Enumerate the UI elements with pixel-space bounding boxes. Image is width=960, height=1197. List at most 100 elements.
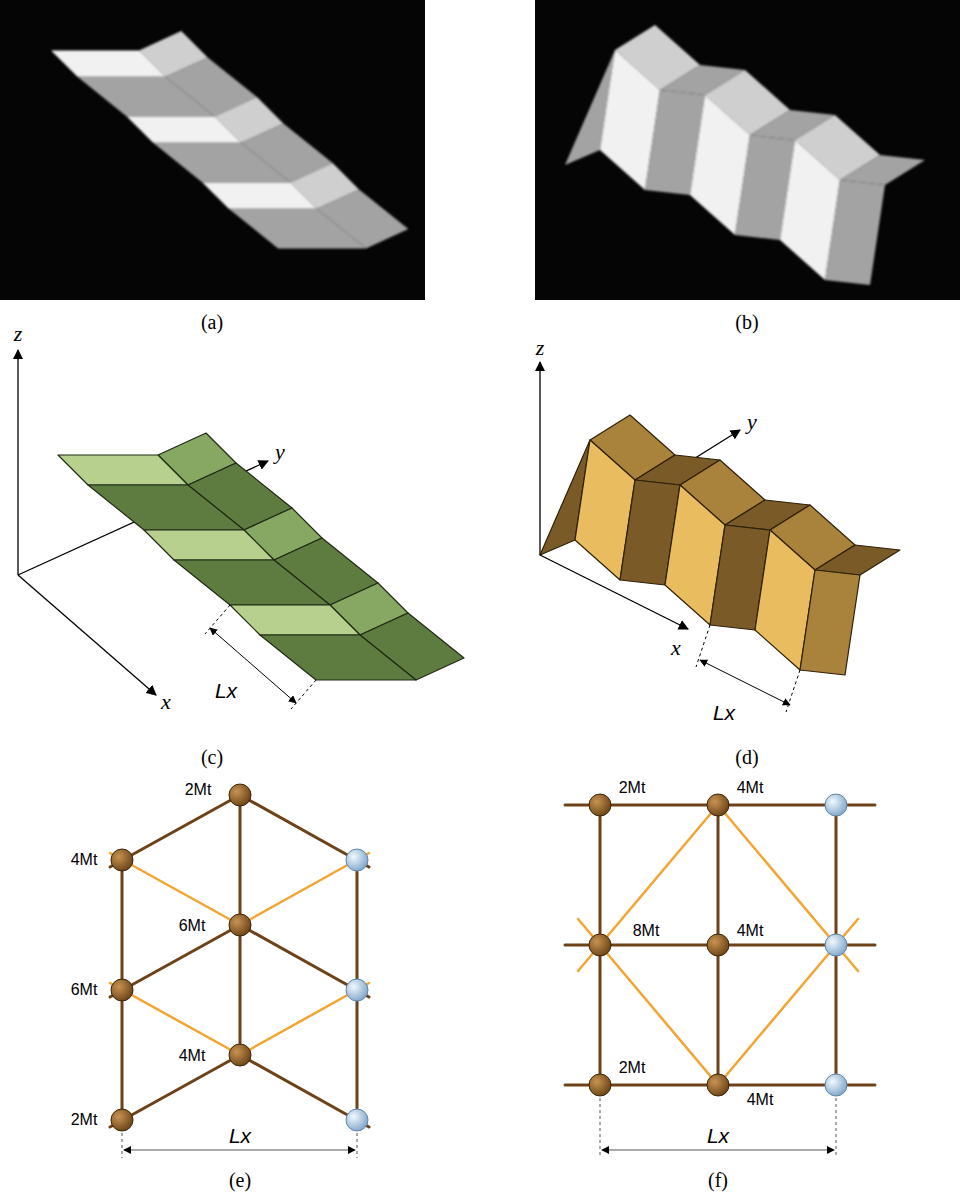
photo-a [0,0,425,300]
axis-label: z [14,323,23,345]
mass-label: 2Mt [619,780,646,796]
mass-label: 6Mt [179,918,206,934]
lattice-f-part-part [600,1098,601,1158]
lattice-e-part-part [122,1133,123,1158]
lattice-e-part [110,853,369,1055]
photo-b-part [535,0,960,300]
lattice-e [110,784,369,1158]
lattice-e-part-part [229,1044,251,1066]
lattice-e-part-part [229,914,251,936]
lattice-f-part [600,1098,836,1158]
panel-label: (d) [735,747,758,767]
axis-label: x [671,637,681,659]
lattice-f-part-part [825,934,847,956]
lattice-e-part-part [124,1150,355,1151]
lattice-f-part-part [589,794,611,816]
miura-sheet-d [540,362,900,712]
photo-b-part-part [825,180,885,285]
lattice-e-part-part [111,849,133,871]
lattice-e-part [110,795,369,1127]
panel-label: (a) [201,312,223,332]
mass-label: 8Mt [633,923,660,939]
axis-label: x [161,691,171,713]
dimension-label: Lx [229,1125,251,1146]
panel-label: (f) [708,1170,728,1190]
dimension-label: Lx [713,702,735,723]
lattice-f-part-part [836,1098,837,1158]
miura-sheet-c-part [58,433,464,680]
lattice-e-part-part [357,1133,358,1158]
lattice-f-part-part [825,1074,847,1096]
lattice-e-part-part [229,784,251,806]
miura-sheet-d-part-part [696,625,710,667]
axis-label: z [536,337,545,359]
miura-sheet-d-part-part [539,362,540,555]
lattice-f-part-part [602,1150,834,1151]
miura-sheet-c-part [205,605,316,709]
photo-a-part [51,31,408,248]
lattice-f-part-part [707,1074,729,1096]
mass-label: 4Mt [747,1092,774,1108]
lattice-e-part-part [346,849,368,871]
panel-label: (e) [229,1170,251,1190]
mass-label: 4Mt [737,780,764,796]
miura-sheet-d-part-part [815,545,900,575]
miura-sheet-c [18,350,464,709]
photo-b-part [565,25,925,285]
lattice-e-part [111,784,251,1131]
miura-sheet-c-part-part [18,575,156,695]
mass-label: 2Mt [185,782,212,798]
miura-sheet-d-part [696,625,800,712]
miura-sheet-c-part-part [58,455,188,485]
dimension-label: Lx [215,680,237,701]
photo-b-part-part [840,155,925,185]
mass-label: 4Mt [71,852,98,868]
panel-label: (c) [201,747,223,767]
lattice-f-part [565,805,875,1085]
lattice-f [565,794,875,1158]
photo-a-part [0,0,425,300]
miura-sheet-c-part-part [17,350,18,575]
dimension-label: Lx [707,1125,729,1146]
lattice-f-part [589,794,729,1096]
axis-label: y [275,441,285,463]
mass-label: 2Mt [71,1112,98,1128]
miura-sheet-c-part [18,350,268,695]
miura-sheet-d-part-part [800,570,860,675]
lattice-f-part [825,794,847,1096]
photo-a-part-part [51,50,165,76]
mass-label: 4Mt [737,923,764,939]
panel-label: (b) [735,312,758,332]
lattice-f-part-part [825,794,847,816]
mass-label: 6Mt [71,982,98,998]
lattice-f-part-part [600,805,836,1085]
lattice-e-part-part [111,1109,133,1131]
miura-sheet-c-part-part [291,680,316,709]
miura-sheet-c-part-part [144,530,274,560]
lattice-e-part-part [111,979,133,1001]
miura-sheet-d-part [540,415,900,675]
lattice-f-part-part [589,934,611,956]
photo-a-part-part [202,182,316,208]
photo-a-part-part [127,116,241,142]
lattice-f-part-part [589,1074,611,1096]
miura-sheet-c-part-part [205,605,230,634]
mass-label: 2Mt [619,1060,646,1076]
miura-sheet-c-part-part [210,628,296,703]
miura-sheet-c-part-part [88,485,244,530]
miura-sheet-c-part-part [260,635,416,680]
photo-a-part-part [229,209,366,249]
miura-sheet-d-part-part [786,670,800,712]
photo-b [535,0,960,300]
lattice-f-part-part [707,794,729,816]
axis-label: y [747,411,757,433]
photo-a-part-part [153,143,290,183]
miura-sheet-d-part-part [700,660,790,705]
lattice-e-part [346,849,368,1131]
mass-label: 4Mt [179,1048,206,1064]
photo-a-part-part [77,77,214,117]
lattice-e-part-part [346,979,368,1001]
lattice-f-part [578,805,858,1085]
